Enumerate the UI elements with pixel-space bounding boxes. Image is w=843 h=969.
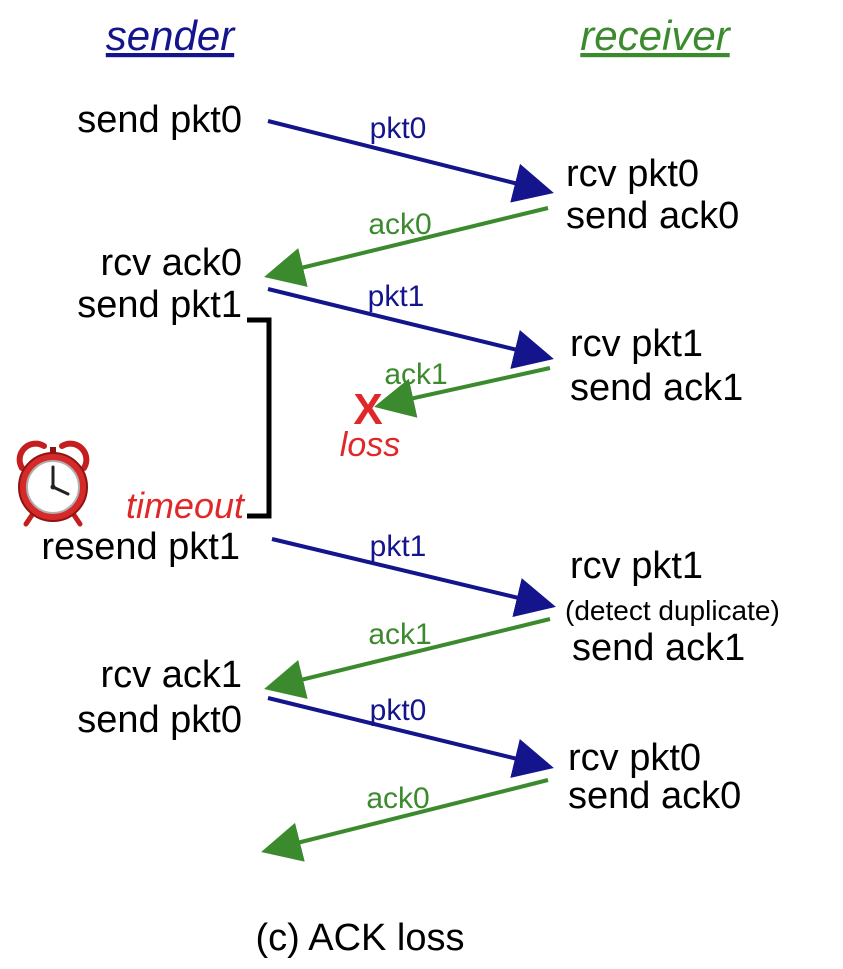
receiver-event-rcv-pkt1: rcv pkt1 xyxy=(570,323,703,365)
receiver-event-rcv-pkt1-dup: rcv pkt1 xyxy=(570,545,703,587)
alarm-clock-icon xyxy=(16,440,90,527)
ack1-label: ack1 xyxy=(368,618,431,651)
ack1-lost-label: ack1 xyxy=(384,358,447,391)
receiver-event-send-ack0: send ack0 xyxy=(566,195,739,237)
loss-label: loss xyxy=(340,426,400,464)
ack0-second-label: ack0 xyxy=(366,782,429,815)
loss-x-mark: X xyxy=(353,385,382,434)
pkt1-arrow xyxy=(267,287,554,369)
receiver-event-rcv-pkt0: rcv pkt0 xyxy=(566,153,699,195)
receiver-event-send-ack0-second: send ack0 xyxy=(568,775,741,817)
receiver-event-send-ack1: send ack1 xyxy=(570,367,743,409)
receiver-event-send-ack1-dup: send ack1 xyxy=(572,627,745,669)
pkt0-second-label: pkt0 xyxy=(370,694,427,727)
figure-caption: (c) ACK loss xyxy=(255,917,464,959)
receiver-event-rcv-pkt0-second: rcv pkt0 xyxy=(568,737,701,779)
ack0-second-arrow xyxy=(261,778,549,862)
sender-event-send-pkt0: send pkt0 xyxy=(77,99,242,141)
pkt1-label: pkt1 xyxy=(368,280,425,313)
pkt1-resend-label: pkt1 xyxy=(370,530,427,563)
timer-bracket xyxy=(247,317,272,519)
sender-event-rcv-ack0: rcv ack0 xyxy=(101,242,242,284)
pkt0-label: pkt0 xyxy=(370,112,427,145)
sender-event-send-pkt1: send pkt1 xyxy=(77,284,242,326)
ack1-arrow xyxy=(264,617,551,699)
ack0-arrow xyxy=(264,206,549,287)
pkt1-resend-arrow xyxy=(271,537,556,618)
sender-title: sender xyxy=(106,12,236,59)
receiver-title: receiver xyxy=(580,12,731,59)
pkt0-arrow xyxy=(267,119,554,203)
ack1-lost-arrow xyxy=(374,366,551,418)
sender-event-send-pkt0-second: send pkt0 xyxy=(77,699,242,741)
pkt0-second-arrow xyxy=(267,696,554,778)
timeout-label: timeout xyxy=(126,485,246,526)
ack0-label: ack0 xyxy=(368,208,431,241)
sender-event-resend-pkt1: resend pkt1 xyxy=(41,526,240,568)
receiver-event-detect-duplicate: (detect duplicate) xyxy=(565,595,780,626)
sender-event-rcv-ack1: rcv ack1 xyxy=(101,654,242,696)
